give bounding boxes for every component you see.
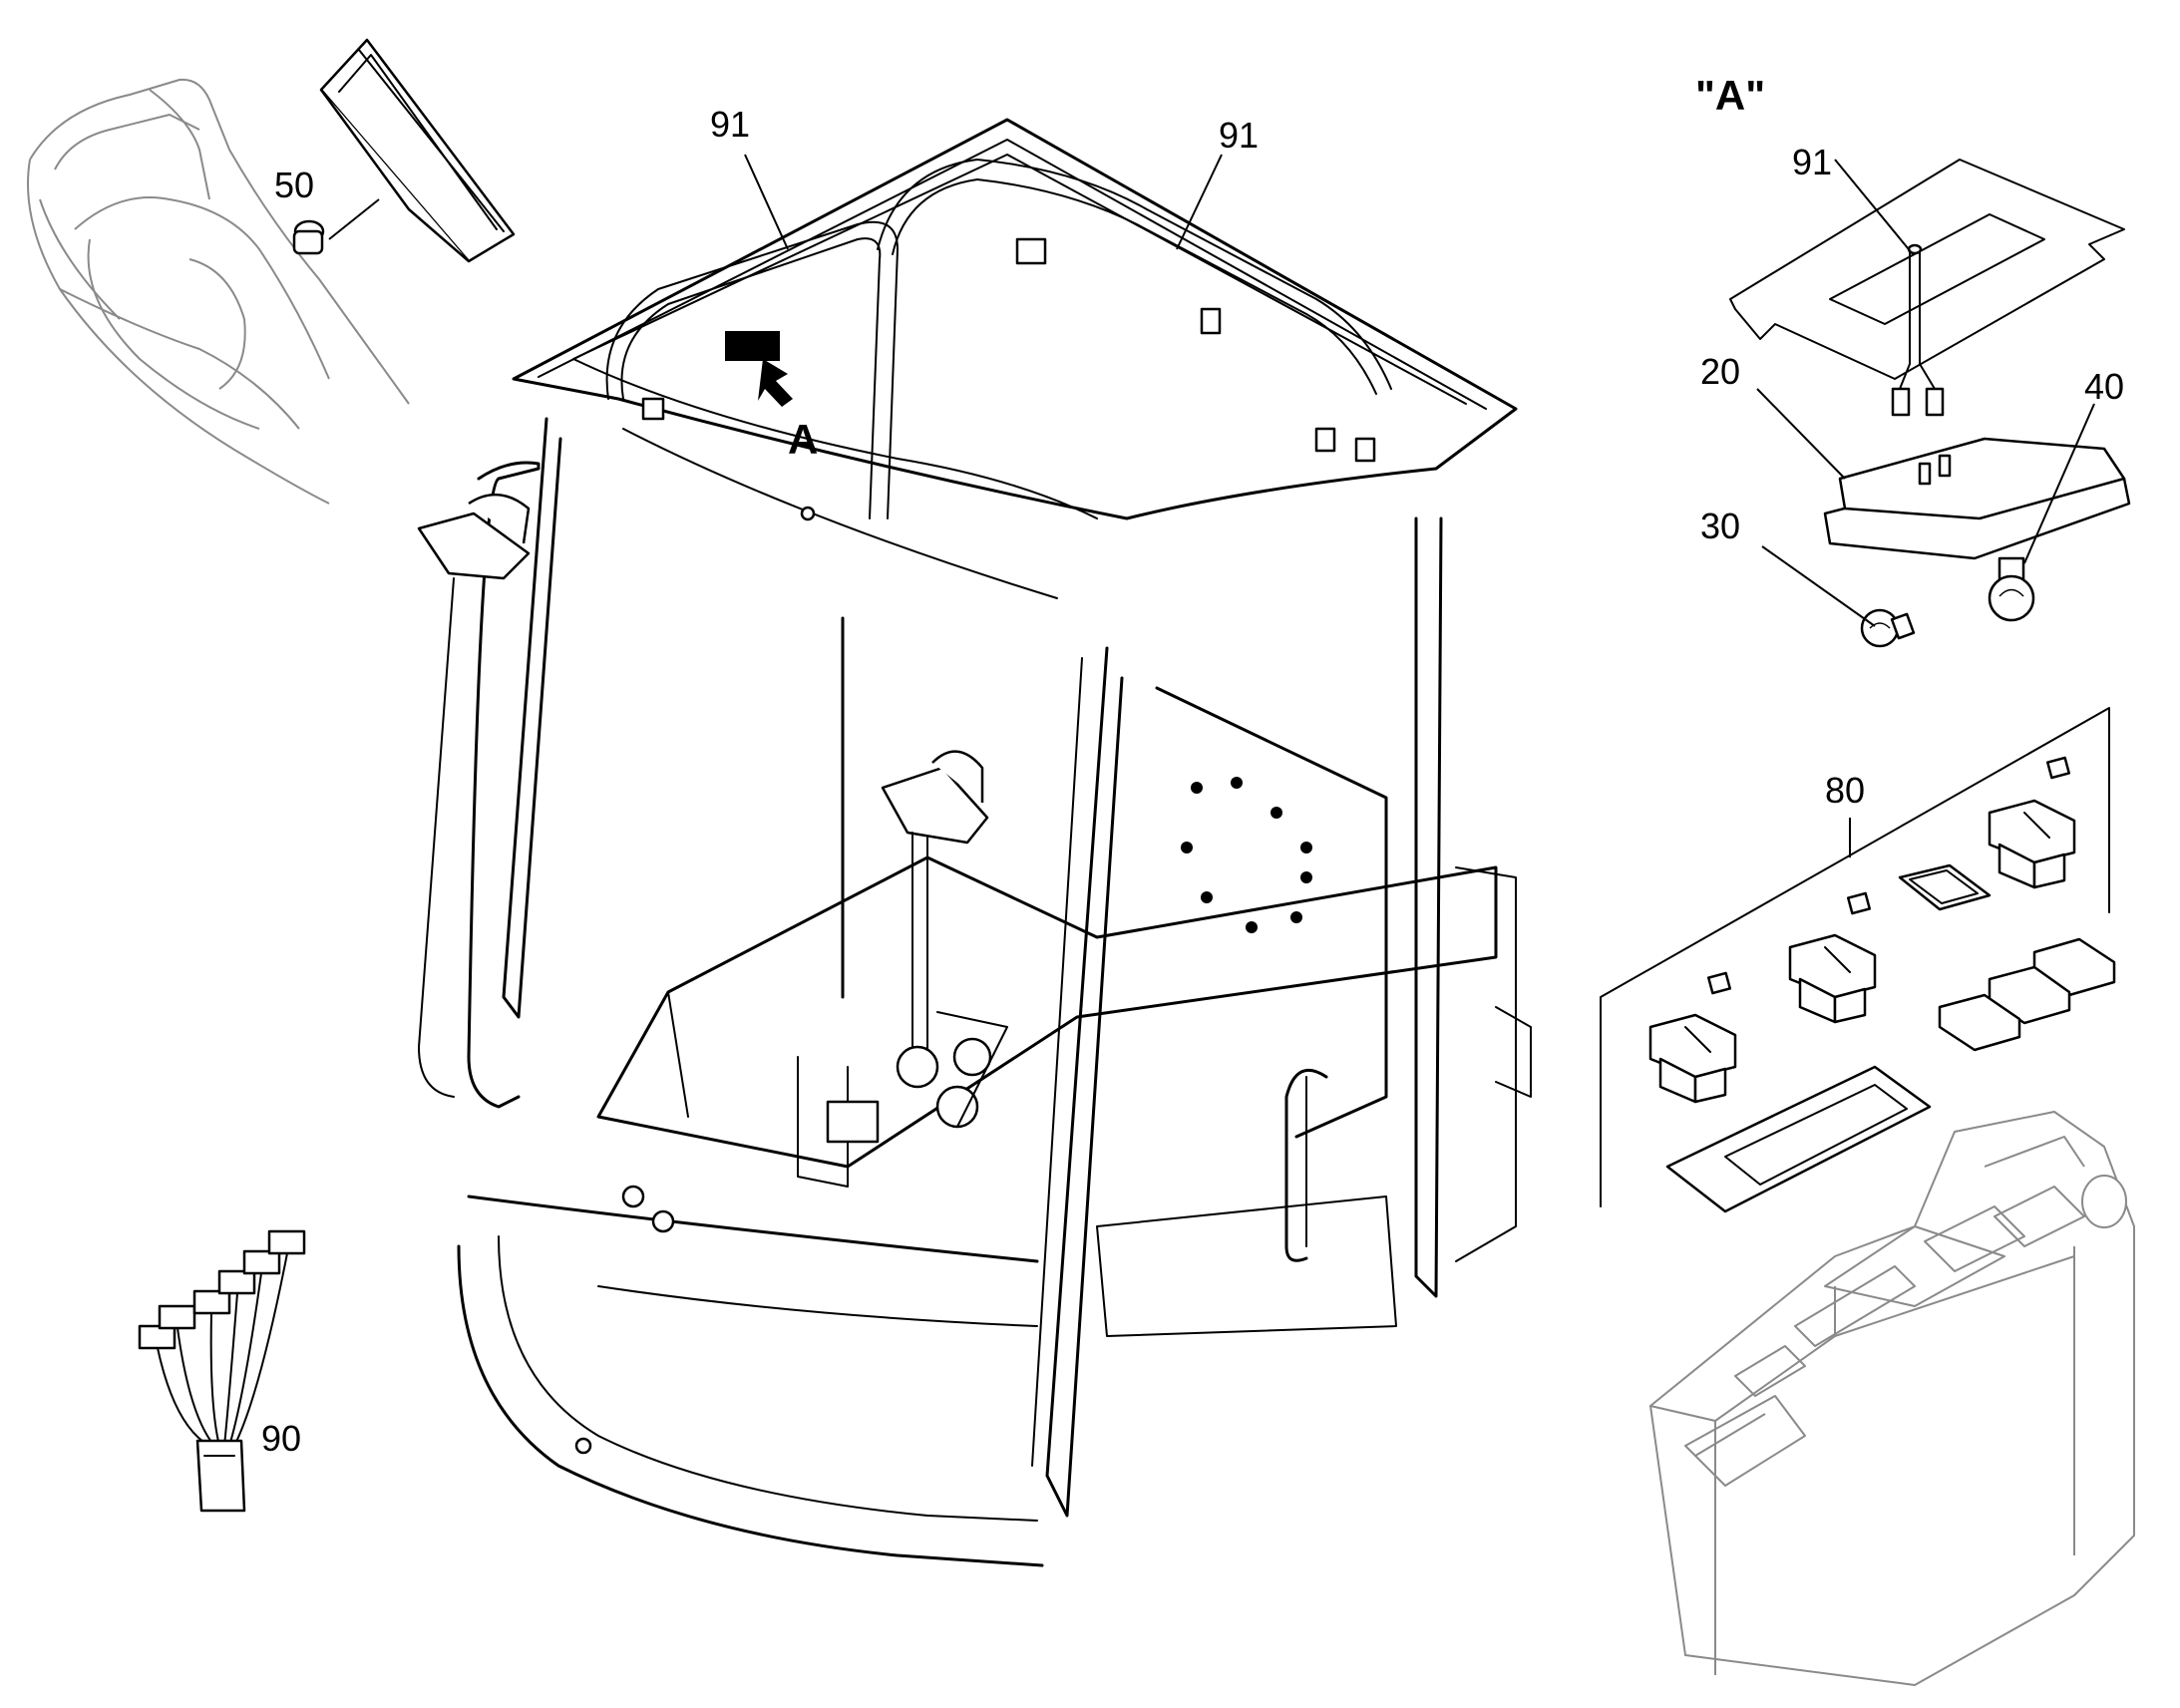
console-context	[1649, 1111, 2135, 1686]
callout-50: 50	[274, 165, 314, 205]
rocker-switch-2	[1788, 891, 1877, 1024]
callout-90: 90	[261, 1418, 301, 1459]
detail-a	[1729, 159, 2131, 648]
callout-30: 30	[1700, 506, 1740, 546]
part-80-switch-group	[1600, 707, 2116, 1213]
rocker-switch-3	[1988, 756, 2076, 889]
part-30-bulb	[1860, 608, 1916, 648]
callout-20: 20	[1700, 351, 1740, 392]
callout-40: 40	[2084, 366, 2124, 407]
detail-marker-label: A	[788, 416, 818, 463]
callout-91-right: 91	[1219, 115, 1259, 156]
rocker-switch-1	[1648, 971, 1737, 1104]
part-90-cable-bundle	[138, 1229, 306, 1513]
bolt-pattern	[1181, 777, 1312, 933]
labels: "A" A 50 91 91 91 20 40 30 80 90	[261, 72, 2124, 1459]
part-50-holder	[292, 198, 380, 255]
detail-title: "A"	[1695, 72, 1765, 119]
display-panel	[319, 38, 516, 263]
callout-80: 80	[1825, 770, 1865, 811]
arrow-icon	[758, 359, 793, 407]
part-40-bulb	[1988, 556, 2035, 622]
callout-91-detail: 91	[1792, 142, 1832, 182]
callout-91-left: 91	[710, 104, 750, 145]
cab-assembly	[417, 118, 1532, 1567]
dashboard-context	[27, 78, 410, 505]
clip-black	[725, 331, 780, 361]
